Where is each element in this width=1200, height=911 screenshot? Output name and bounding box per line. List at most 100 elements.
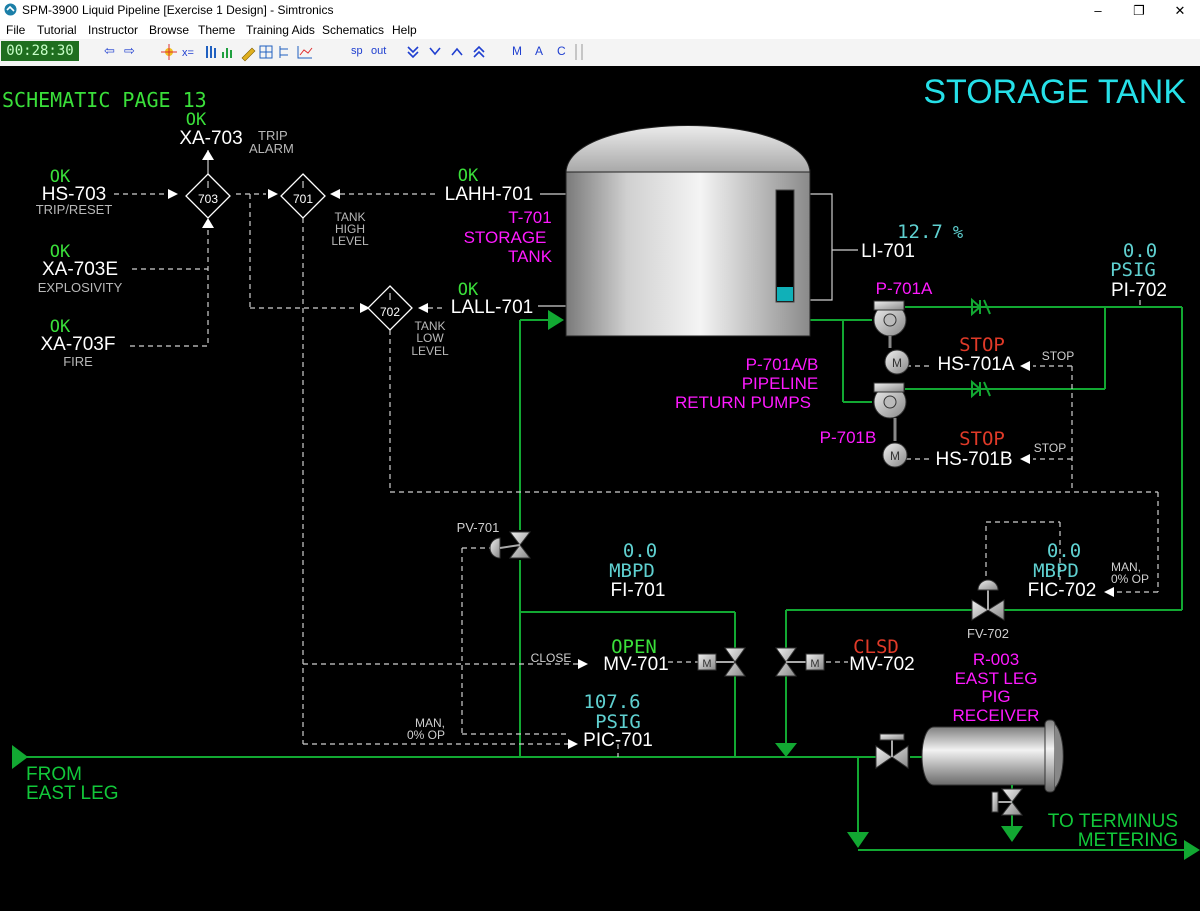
grid-icon[interactable] [259, 45, 273, 59]
xa703e-status: OK [50, 242, 71, 262]
menu-help[interactable]: Help [392, 23, 417, 37]
menu-bar: File Tutorial Instructor Browse Theme Tr… [0, 21, 1200, 39]
menu-tutorial[interactable]: Tutorial [37, 23, 77, 37]
xa703f-status: OK [50, 317, 71, 337]
xa703-desc2: ALARM [249, 141, 294, 156]
pig-receiver-vessel[interactable] [921, 719, 1064, 793]
lahh701-status: OK [458, 166, 479, 186]
mv702-motor-label: M [810, 658, 819, 670]
close-button[interactable]: ✕ [1174, 3, 1186, 18]
pi702-unit: PSIG [1110, 259, 1156, 281]
pi702-value: 0.0 [1123, 240, 1157, 262]
pumps-label-l1: P-701A/B [746, 355, 819, 374]
menu-instructor[interactable]: Instructor [88, 23, 139, 37]
lall701-tag[interactable]: LALL-701 [451, 297, 533, 318]
logic-703-i: I [207, 180, 210, 191]
mv702-tag[interactable]: MV-702 [849, 654, 914, 675]
fic702-mode1: MAN, [1111, 560, 1141, 574]
logic-701[interactable]: I 701 [280, 173, 326, 219]
li701-unit: % [953, 223, 963, 243]
r003-tag: R-003 [973, 650, 1019, 669]
auto-mode-button[interactable]: A [535, 44, 544, 58]
motor-p701b[interactable]: M [882, 442, 908, 468]
drop-arrow-2 [1001, 826, 1023, 842]
fic702-value: 0.0 [1047, 540, 1081, 562]
motor-p701a-label: M [892, 356, 902, 370]
sp-button[interactable]: sp [351, 45, 363, 57]
li701-tag[interactable]: LI-701 [861, 241, 915, 262]
menu-theme[interactable]: Theme [198, 23, 236, 37]
motor-valve-mv702[interactable]: M [775, 647, 825, 677]
pic701-unit: PSIG [595, 711, 641, 733]
up-icon[interactable] [451, 47, 463, 56]
motor-p701a[interactable]: M [884, 349, 910, 375]
toolbar-separator [575, 44, 583, 60]
drain-valve-r003[interactable] [991, 785, 1024, 816]
xa703-status: OK [186, 110, 207, 130]
r003-l2: PIG [981, 687, 1010, 706]
tree-icon[interactable] [279, 46, 288, 58]
inlet-valve-r003[interactable] [875, 733, 909, 769]
minimize-button[interactable]: – [1094, 3, 1102, 18]
fi701-tag[interactable]: FI-701 [611, 580, 666, 601]
forward-button[interactable]: ⇨ [124, 43, 135, 58]
hs701b-tag[interactable]: HS-701B [935, 449, 1012, 470]
out-button[interactable]: out [371, 45, 387, 57]
pump-p701a[interactable] [873, 300, 907, 348]
control-valve-fv702[interactable] [971, 579, 1005, 621]
pic701-tag[interactable]: PIC-701 [583, 730, 653, 751]
tank-high-l1: TANK [334, 210, 365, 224]
restore-button[interactable]: ❐ [1133, 3, 1145, 18]
menu-file[interactable]: File [6, 23, 26, 37]
trend-bars-icon[interactable] [222, 48, 232, 58]
title-bar: SPM-3900 Liquid Pipeline [Exercise 1 Des… [0, 0, 1200, 21]
pi702-tag[interactable]: PI-702 [1111, 280, 1167, 301]
hs701a-tag[interactable]: HS-701A [937, 354, 1014, 375]
manual-mode-button[interactable]: M [512, 44, 522, 58]
hs703-desc: TRIP/RESET [36, 202, 113, 217]
storage-tank[interactable] [565, 125, 811, 337]
hs703-tag[interactable]: HS-703 [42, 184, 106, 205]
schematic-svg: SCHEMATIC PAGE 13 STORAGE TANK OK XA-703… [2, 73, 1200, 860]
lahh701-tag[interactable]: LAHH-701 [445, 184, 534, 205]
xa703f-tag[interactable]: XA-703F [41, 334, 116, 355]
tank-low-l3: LEVEL [411, 344, 449, 358]
li701-value: 12.7 [897, 221, 943, 243]
check-valve-p701b [971, 379, 991, 399]
mv701-tag[interactable]: MV-701 [603, 654, 668, 675]
tank-name1: STORAGE [464, 228, 547, 247]
chart-icon[interactable] [297, 46, 313, 59]
signal-lines [114, 193, 1159, 757]
hs703-status: OK [50, 167, 71, 187]
pic701-mode1: MAN, [415, 716, 445, 730]
cascade-mode-button[interactable]: C [557, 44, 566, 58]
menu-browse[interactable]: Browse [149, 23, 190, 37]
page-label: SCHEMATIC PAGE 13 [2, 88, 207, 112]
back-button[interactable]: ⇦ [104, 43, 115, 58]
logic-702[interactable]: I 702 [367, 285, 413, 331]
control-valve-pv701[interactable] [489, 531, 532, 559]
bars-icon[interactable] [206, 46, 216, 58]
fast-up-icon[interactable] [473, 45, 485, 58]
pump-p701b[interactable] [873, 382, 907, 441]
process-piping [12, 306, 1188, 851]
to-l1: TO TERMINUS [1048, 811, 1178, 832]
logic-703[interactable]: I 703 [185, 173, 231, 219]
sun-icon[interactable] [161, 44, 177, 60]
tank-level-gauge [775, 189, 795, 303]
tank-low-l2: LOW [416, 331, 444, 345]
motor-valve-mv701[interactable]: M [697, 647, 746, 677]
fic702-unit: MBPD [1033, 560, 1079, 582]
pencil-icon[interactable] [241, 47, 256, 62]
pic701-value: 107.6 [583, 691, 640, 713]
xa703e-tag[interactable]: XA-703E [42, 259, 118, 280]
pumps-label-l2: PIPELINE [742, 374, 819, 393]
menu-training-aids[interactable]: Training Aids [246, 23, 315, 37]
xa703-tag[interactable]: XA-703 [179, 128, 242, 149]
menu-schematics[interactable]: Schematics [322, 23, 385, 37]
fast-down-icon[interactable] [407, 46, 419, 59]
fic702-tag[interactable]: FIC-702 [1028, 580, 1097, 601]
down-icon[interactable] [429, 47, 441, 56]
xequals-icon[interactable]: x= [182, 47, 194, 59]
mv701-motor-label: M [702, 658, 711, 670]
